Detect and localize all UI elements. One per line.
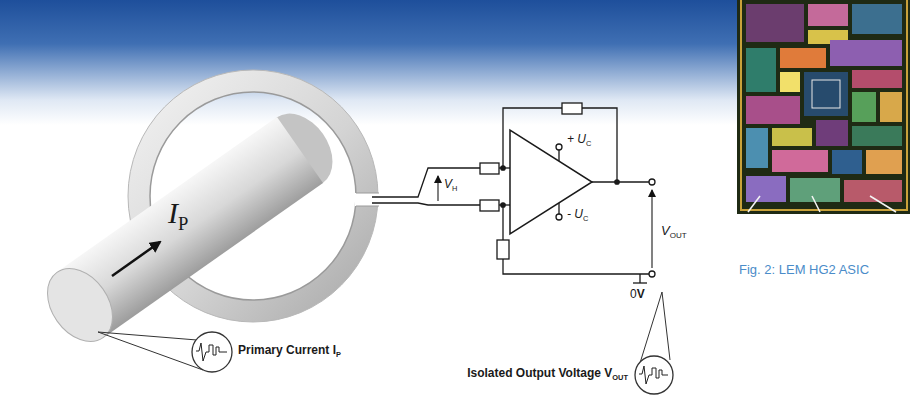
amplifier-circuit-part: [592, 181, 649, 182]
primary-conductor-part: [34, 256, 126, 354]
chip-photo-part: [852, 70, 902, 88]
output-voltage-label: VOUT: [661, 224, 687, 239]
chip-photo-part: [830, 40, 902, 66]
primary-conductor-part: [112, 242, 160, 276]
signal-caption: Primary Current IP: [238, 344, 341, 358]
subscript: OUT: [612, 373, 628, 382]
amplifier-circuit-part: [633, 282, 647, 283]
label-main: Primary Current I: [238, 343, 336, 357]
chip-photo-part: [808, 4, 848, 26]
scope-icon-part: [192, 332, 232, 372]
probe-leaders-part: [98, 332, 203, 370]
amplifier-circuit-part: [480, 163, 499, 174]
label-main: + U: [567, 132, 586, 146]
probe-leaders-part: [662, 292, 670, 360]
current-symbol: IP: [168, 196, 188, 231]
chip-photo-part: [790, 178, 840, 202]
figure-caption: Fig. 2: LEM HG2 ASIC: [739, 263, 869, 278]
amplifier-circuit-part: [372, 203, 480, 205]
chip-photo: [737, 0, 910, 214]
supply-label: + UC: [567, 133, 591, 147]
header-band: [0, 0, 910, 125]
chip-photo-part: [852, 126, 902, 146]
header-band-part: [0, 0, 910, 125]
chip-photo-part: [737, 0, 910, 214]
hall-voltage-label: VH: [444, 178, 457, 192]
amplifier-circuit-part: [437, 176, 438, 201]
chip-photo-part: [852, 4, 902, 34]
chip-photo-part: [852, 92, 876, 122]
amplifier-circuit-part: [372, 168, 480, 197]
chip-photo-part: [866, 150, 902, 174]
label-main: 0: [630, 287, 637, 301]
chip-photo-part: [748, 196, 760, 212]
amplifier-circuit-part: [582, 108, 617, 182]
chip-photo-part: [812, 80, 840, 108]
subscript: OUT: [670, 231, 687, 240]
magnetic-core-ring-part: [355, 193, 381, 206]
amplifier-circuit-part: [501, 203, 505, 207]
supply-label: - UC: [567, 208, 588, 222]
scope-icon-part: [635, 356, 673, 394]
chip-photo-part: [746, 128, 768, 168]
chip-photo-part: [780, 48, 826, 68]
label-main: V: [444, 177, 452, 191]
probe-leaders: [98, 292, 670, 370]
amplifier-circuit-part: [497, 240, 509, 259]
unit-symbol: V: [637, 287, 645, 301]
chip-photo-part: [832, 150, 862, 174]
chip-photo-part: [870, 196, 896, 212]
amplifier-circuit-part: [510, 130, 592, 234]
chip-photo-part: [880, 92, 902, 122]
chip-photo-part: [746, 48, 776, 92]
probe-leaders-part: [98, 332, 197, 340]
chip-photo-part: [816, 120, 848, 146]
amplifier-circuit: [372, 103, 655, 283]
amplifier-circuit-part: [558, 150, 559, 161]
scope-icon: [635, 356, 673, 394]
primary-conductor: [34, 101, 346, 354]
label-main: I: [168, 196, 178, 229]
scope-icon-part: [196, 343, 227, 361]
scope-icon: [192, 332, 232, 372]
chip-photo-part: [741, 0, 907, 210]
amplifier-circuit-part: [651, 190, 652, 268]
chip-photo-part: [746, 176, 786, 202]
signal-caption: Isolated Output Voltage VOUT: [467, 367, 628, 381]
probe-leaders-part: [640, 292, 662, 363]
chip-photo-part: [772, 128, 812, 146]
chip-photo-part: [812, 196, 820, 212]
magnetic-core-ring-part: [356, 193, 379, 194]
subscript: P: [178, 213, 188, 234]
amplifier-circuit-part: [615, 180, 619, 184]
chip-photo-part: [746, 96, 800, 124]
label-main: V: [661, 223, 670, 238]
label-main: - U: [567, 207, 583, 221]
amplifier-circuit-part: [649, 179, 655, 185]
chip-photo-part: [772, 150, 828, 172]
amplifier-circuit-part: [501, 166, 505, 170]
amplifier-circuit-part: [556, 214, 562, 220]
scope-icon-part: [639, 366, 668, 384]
subscript: C: [583, 214, 588, 223]
amplifier-circuit-part: [556, 144, 562, 150]
amplifier-circuit-part: [502, 205, 503, 240]
amplifier-circuit-part: [639, 274, 640, 283]
amplifier-circuit-part: [562, 103, 582, 114]
ground-label: 0V: [630, 288, 645, 302]
chip-photo-part: [780, 72, 800, 92]
label-main: Isolated Output Voltage V: [467, 366, 612, 380]
subscript: C: [586, 139, 591, 148]
amplifier-circuit-part: [480, 200, 499, 211]
amplifier-circuit-part: [649, 271, 655, 277]
subscript: P: [336, 350, 341, 359]
chip-photo-part: [746, 4, 804, 42]
magnetic-core-ring-part: [356, 206, 379, 207]
amplifier-circuit-part: [503, 259, 649, 274]
subscript: H: [452, 184, 457, 193]
amplifier-circuit-part: [558, 203, 559, 214]
chip-photo-part: [804, 72, 848, 116]
